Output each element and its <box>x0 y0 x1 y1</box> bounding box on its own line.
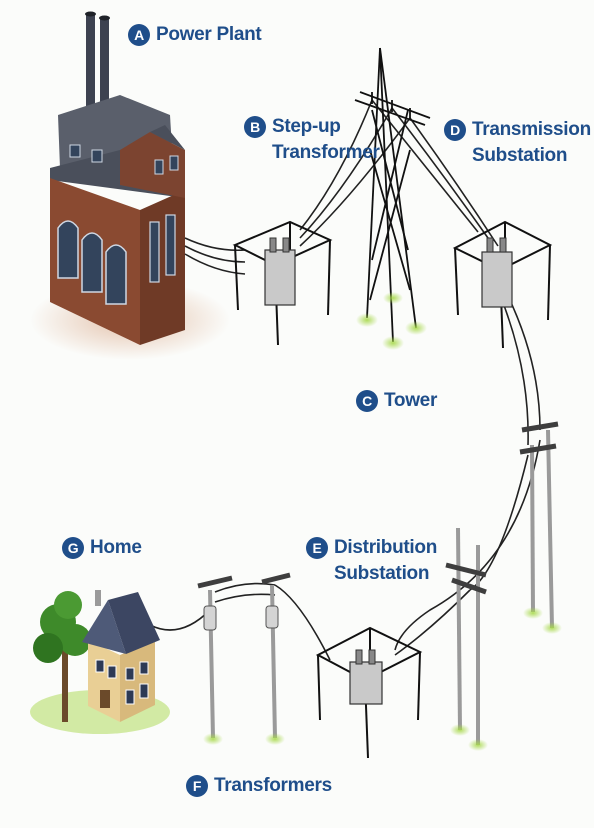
label-transmission-line-1: Transmission <box>472 119 591 140</box>
label-transformers: F Transformers <box>186 773 332 799</box>
distribution-substation <box>315 626 423 759</box>
badge-e: E <box>306 537 328 559</box>
label-home: G Home <box>62 535 142 561</box>
tower-glow <box>356 292 427 350</box>
home <box>30 590 170 734</box>
power-plant <box>30 11 230 360</box>
label-home-line-1: Home <box>90 537 142 558</box>
pole-glow-right <box>450 607 562 751</box>
badge-c: C <box>356 390 378 412</box>
badge-f: F <box>186 775 208 797</box>
badge-b: B <box>244 116 266 138</box>
label-transmission-substation: D Transmission Substation <box>444 117 591 169</box>
transformer-poles <box>197 572 291 745</box>
label-distribution-line-2: Substation <box>334 563 430 584</box>
label-tower: C Tower <box>356 388 437 414</box>
badge-a: A <box>128 24 150 46</box>
label-distribution-substation: E Distribution Substation <box>306 535 437 587</box>
transmission-substation <box>452 220 553 349</box>
badge-g: G <box>62 537 84 559</box>
label-step-up-line-1: Step-up <box>272 116 341 137</box>
label-transmission-line-2: Substation <box>472 145 568 166</box>
utility-poles-right <box>456 429 554 745</box>
badge-d: D <box>444 119 466 141</box>
label-step-up-transformer: B Step-up Transformer <box>244 114 380 166</box>
label-distribution-line-1: Distribution <box>334 537 437 558</box>
label-step-up-line-2: Transformer <box>272 142 380 163</box>
crossarms-right <box>445 421 559 595</box>
label-power-plant: A Power Plant <box>128 22 262 48</box>
label-tower-line-1: Tower <box>384 390 438 411</box>
transmission-tower <box>354 47 431 343</box>
label-transformers-line-1: Transformers <box>214 775 332 796</box>
step-up-transformer <box>232 220 333 346</box>
label-power-plant-line-1: Power Plant <box>156 24 262 45</box>
